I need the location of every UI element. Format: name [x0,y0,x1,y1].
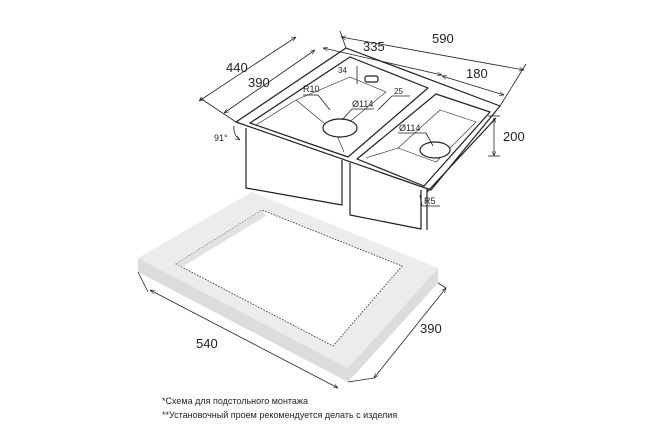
small-bowl-body [349,163,428,230]
dim-radius-top: R10 [303,84,320,94]
small-bowl-rim [356,93,491,187]
small-bowl-right-wall [426,117,497,193]
sink-rim-outer [235,47,501,191]
small-drain-icon [419,141,451,159]
dim-drain-large: Ø114 [352,99,373,109]
cutout-inner-shadow [176,210,266,267]
large-drain-icon [322,118,358,138]
large-bowl-rim [249,56,429,158]
dim-drain-small: Ø114 [399,123,420,133]
dim-overall-depth: 440 [226,60,248,75]
countertop-cutout [138,192,438,382]
dim-bowl-depth: 390 [248,75,270,90]
dim-overall-width: 590 [432,31,454,46]
dim-offset-25: 25 [394,87,403,96]
dim-angle: 91° [214,133,228,143]
large-bowl-body [245,128,343,206]
installation-notes: *Схема для подстольного монтажа **Устано… [162,394,582,422]
note-undermount-scheme: *Схема для подстольного монтажа [162,396,308,406]
dim-small-bowl-width: 180 [466,66,488,81]
dim-radius-bottom: R5 [424,196,436,206]
dim-large-bowl-width: 335 [363,39,385,54]
dim-cutout-width: 540 [196,336,218,351]
small-bowl-floor [397,109,477,163]
dimension-labels: 590 335 180 440 390 34 25 R10 Ø114 Ø114 … [196,31,525,351]
large-bowl-floor [295,76,387,134]
overflow-slot-icon [364,75,379,83]
note-cutout-recommendation: **Установочный проем рекомендуется делат… [162,410,398,420]
dim-overflow-offset: 34 [338,66,347,75]
dimension-lines [137,30,527,388]
dim-cutout-depth: 390 [420,321,442,336]
dim-height: 200 [503,129,525,144]
